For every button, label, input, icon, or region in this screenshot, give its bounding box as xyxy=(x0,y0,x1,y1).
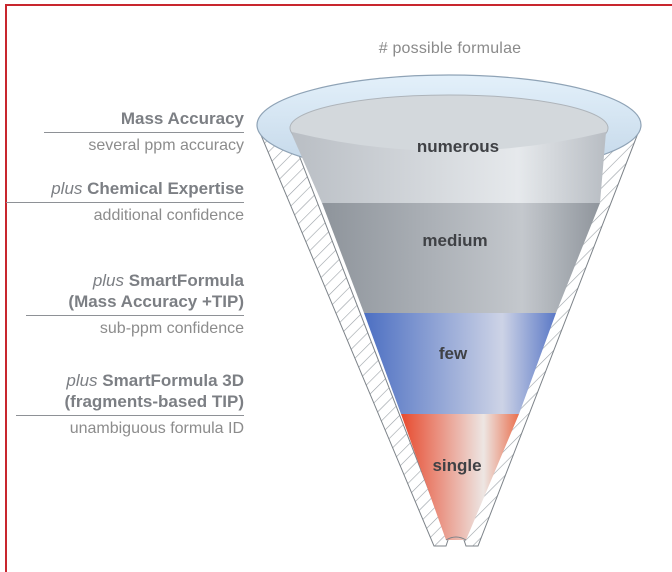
stage-mass-accuracy: Mass Accuracy several ppm accuracy xyxy=(44,108,244,156)
band-medium xyxy=(322,203,600,313)
stage-smartformula: plus SmartFormula (Mass Accuracy +TIP) s… xyxy=(26,270,244,339)
stage-prefix: plus xyxy=(51,179,83,198)
band-label-numerous: numerous xyxy=(417,137,499,156)
divider xyxy=(6,202,244,203)
stage-subtitle: sub-ppm confidence xyxy=(99,320,244,337)
stage-chemical-expertise: plus Chemical Expertise additional confi… xyxy=(6,178,244,226)
stage-title: Mass Accuracy xyxy=(120,109,244,128)
band-single xyxy=(401,414,519,540)
stage-title: SmartFormula 3D xyxy=(102,371,244,390)
stage-subtitle: additional confidence xyxy=(93,207,244,224)
divider xyxy=(44,132,244,133)
divider xyxy=(26,315,244,316)
stage-prefix: plus xyxy=(66,371,98,390)
band-label-medium: medium xyxy=(422,231,487,250)
figure-frame xyxy=(5,4,672,572)
stage-title-line: plus SmartFormula xyxy=(26,270,244,291)
stage-title: SmartFormula xyxy=(128,271,244,290)
stage-smartformula-3d: plus SmartFormula 3D (fragments-based TI… xyxy=(16,370,244,439)
band-numerous-face xyxy=(292,132,606,203)
stage-subtitle: unambiguous formula ID xyxy=(69,420,244,437)
stage-title-line: plus SmartFormula 3D xyxy=(16,370,244,391)
band-label-single: single xyxy=(432,456,481,475)
stage-title-2: (Mass Accuracy +TIP) xyxy=(68,292,244,311)
stage-title-line: plus Chemical Expertise xyxy=(6,178,244,199)
stage-subtitle: several ppm accuracy xyxy=(88,137,244,154)
stage-prefix: plus xyxy=(92,271,125,290)
stage-title: Chemical Expertise xyxy=(87,179,244,198)
band-few xyxy=(364,313,556,414)
band-label-few: few xyxy=(439,344,468,363)
funnel-caption: # possible formulae xyxy=(378,40,522,57)
funnel-spout xyxy=(445,536,467,541)
divider xyxy=(16,415,244,416)
stage-title-2: (fragments-based TIP) xyxy=(64,392,244,411)
